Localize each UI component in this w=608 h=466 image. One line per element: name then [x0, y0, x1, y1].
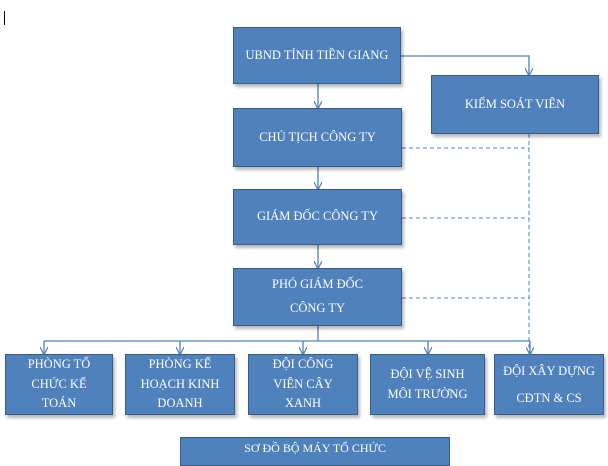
box-chairman-label: CHỦ TỊCH CÔNG TY	[259, 129, 376, 144]
dept-4-line-2: MÔI TRƯỜNG	[387, 386, 468, 401]
box-deputy-director: PHÓ GIÁM ĐỐC CÔNG TY	[233, 268, 402, 326]
dept-3-line-2: VIÊN CÂY	[273, 376, 333, 391]
box-director: GIÁM ĐỐC CÔNG TY	[233, 189, 402, 245]
dept-3-line-3: XANH	[284, 396, 322, 411]
dept-1-line-2: CHỨC KẾ	[31, 376, 87, 391]
text-cursor	[4, 11, 5, 25]
box-dept-accounting: PHÒNG TỔ CHỨC KẾ TOÁN	[5, 354, 113, 415]
connector-top-supervisor	[401, 55, 529, 75]
box-supervisor: KIỂM SOÁT VIÊN	[431, 75, 599, 134]
box-dept-planning: PHÒNG KẾ HOẠCH KINH DOANH	[125, 354, 235, 415]
dept-2-line-3: DOANH	[157, 396, 203, 411]
dept-1-line-3: TOÁN	[41, 396, 77, 411]
dept-3-line-1: ĐỘI CÔNG	[272, 357, 334, 372]
dept-2-line-1: PHÒNG KẾ	[148, 357, 212, 372]
box-deputy-line-1: PHÓ GIÁM ĐỐC	[272, 277, 363, 292]
box-dept-sanitation: ĐỘI VỆ SINH MÔI TRƯỜNG	[370, 354, 485, 415]
box-dept-parks: ĐỘI CÔNG VIÊN CÂY XANH	[248, 354, 358, 415]
dept-2-line-2: HOẠCH KINH	[140, 376, 220, 391]
box-top-authority-label: UBND TỈNH TIỀN GIANG	[245, 47, 389, 62]
box-chairman: CHỦ TỊCH CÔNG TY	[233, 108, 402, 167]
dept-1-line-1: PHÒNG TỔ	[27, 357, 91, 372]
dept-5-line-2: CĐTN & CS	[516, 390, 582, 405]
dept-4-line-1: ĐỘI VỆ SINH	[390, 367, 465, 382]
box-top-authority: UBND TỈNH TIỀN GIANG	[233, 27, 401, 84]
diagram-caption: SƠ ĐỒ BỘ MÁY TỔ CHỨC	[180, 437, 450, 466]
dept-5-line-1: ĐỘI XÂY DỰNG	[503, 364, 595, 379]
box-dept-construction: ĐỘI XÂY DỰNG CĐTN & CS	[494, 354, 604, 415]
diagram-caption-label: SƠ ĐỒ BỘ MÁY TỔ CHỨC	[244, 441, 386, 455]
box-supervisor-label: KIỂM SOÁT VIÊN	[464, 96, 566, 111]
box-director-label: GIÁM ĐỐC CÔNG TY	[257, 209, 378, 224]
box-deputy-line-2: CÔNG TY	[290, 301, 345, 315]
